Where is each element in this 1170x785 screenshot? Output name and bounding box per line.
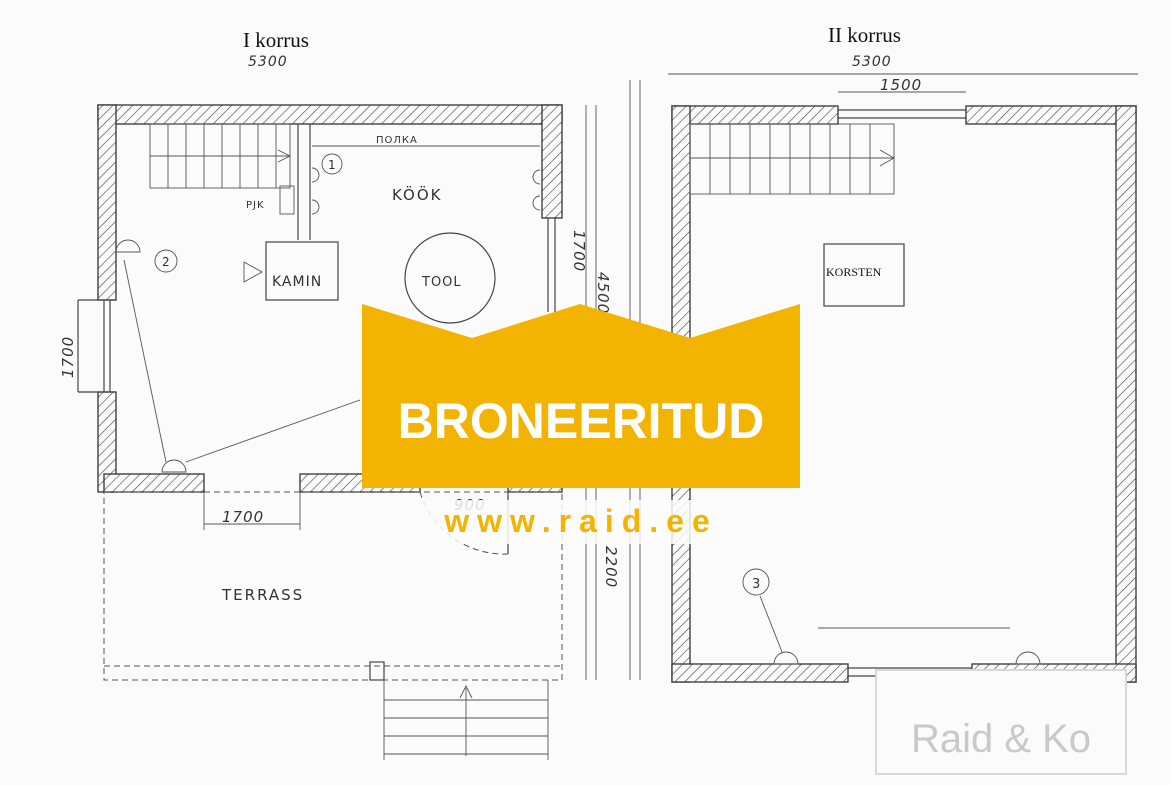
staircase-second: [689, 123, 895, 195]
light-fixture-left: [115, 239, 141, 253]
marker-2-label: 2: [162, 255, 171, 269]
marker-2: 2: [154, 249, 178, 273]
staircase-first: [149, 123, 292, 189]
brand-name: Raid & Ko: [911, 717, 1091, 761]
kitchen-label: KÖÖK: [392, 185, 442, 204]
terrace-label: TERRASS: [221, 586, 304, 604]
terrace-steps: [383, 680, 549, 760]
marker-3-label: 3: [752, 577, 761, 592]
shelf-label: ПОЛКА: [376, 135, 418, 146]
fireplace-arrow: [243, 261, 263, 283]
terrace-outline: [103, 491, 563, 681]
light-fixture-second-right: [1015, 651, 1041, 665]
terrace-post: [369, 661, 385, 681]
dim-second-window-top: 1500: [880, 76, 922, 94]
wiring-line: [185, 399, 361, 463]
marker-3: 3: [742, 568, 770, 596]
floor-title-first: I korrus: [243, 28, 309, 52]
wall-left-upper-first: [97, 104, 117, 301]
closet-label: PJK: [246, 200, 265, 211]
marker-3-leader: [759, 595, 783, 653]
wall-top-right-second: [965, 105, 1137, 125]
marker-1-label: 1: [328, 158, 337, 172]
brand-watermark: Raid & Ko: [875, 669, 1127, 775]
kitchen-outlets: [311, 167, 541, 215]
booked-stamp-shape: [362, 304, 800, 488]
first-floor: 1700 1700 PJK ПОЛКА KÖÖK: [59, 54, 588, 760]
table-label: TOOL: [421, 275, 462, 290]
light-fixture-bottom: [161, 459, 187, 473]
fireplace-box: [265, 241, 339, 301]
floor-title-second: II korrus: [828, 23, 901, 47]
chimney-label: KORSTEN: [826, 265, 882, 279]
brand-box: [875, 669, 1127, 775]
wall-top-first: [97, 104, 563, 125]
dim-terrace-depth: 2200: [602, 546, 620, 588]
dim-bottom-window: 1700: [222, 508, 264, 526]
wall-bottom-left-first: [103, 473, 205, 493]
dim-second-width: 5300: [852, 54, 892, 70]
website-link[interactable]: www.raid.ee: [443, 503, 718, 539]
wall-bottom-left-second: [671, 663, 849, 683]
dim-first-width: 5300: [248, 54, 288, 70]
closet-box: [279, 185, 295, 215]
marker-1: 1: [321, 153, 343, 175]
dim-side-window: 1700: [570, 230, 588, 272]
wall-top-left-second: [671, 105, 839, 125]
light-fixture-second-left: [773, 651, 799, 665]
chimney-box: [823, 243, 905, 307]
dim-middle-height: 4500: [594, 272, 612, 314]
table-circle: [404, 232, 496, 324]
wall-right-second: [1115, 105, 1137, 683]
booked-status: BRONEERITUD: [398, 393, 765, 449]
website-backdrop: [356, 500, 806, 544]
booked-stamp: BRONEERITUD www.raid.ee: [356, 304, 806, 544]
wall-right-upper-first: [541, 104, 563, 219]
fireplace-label: KAMIN: [272, 274, 322, 290]
dim-left-window: 1700: [59, 336, 77, 378]
wiring-line: [123, 259, 167, 463]
